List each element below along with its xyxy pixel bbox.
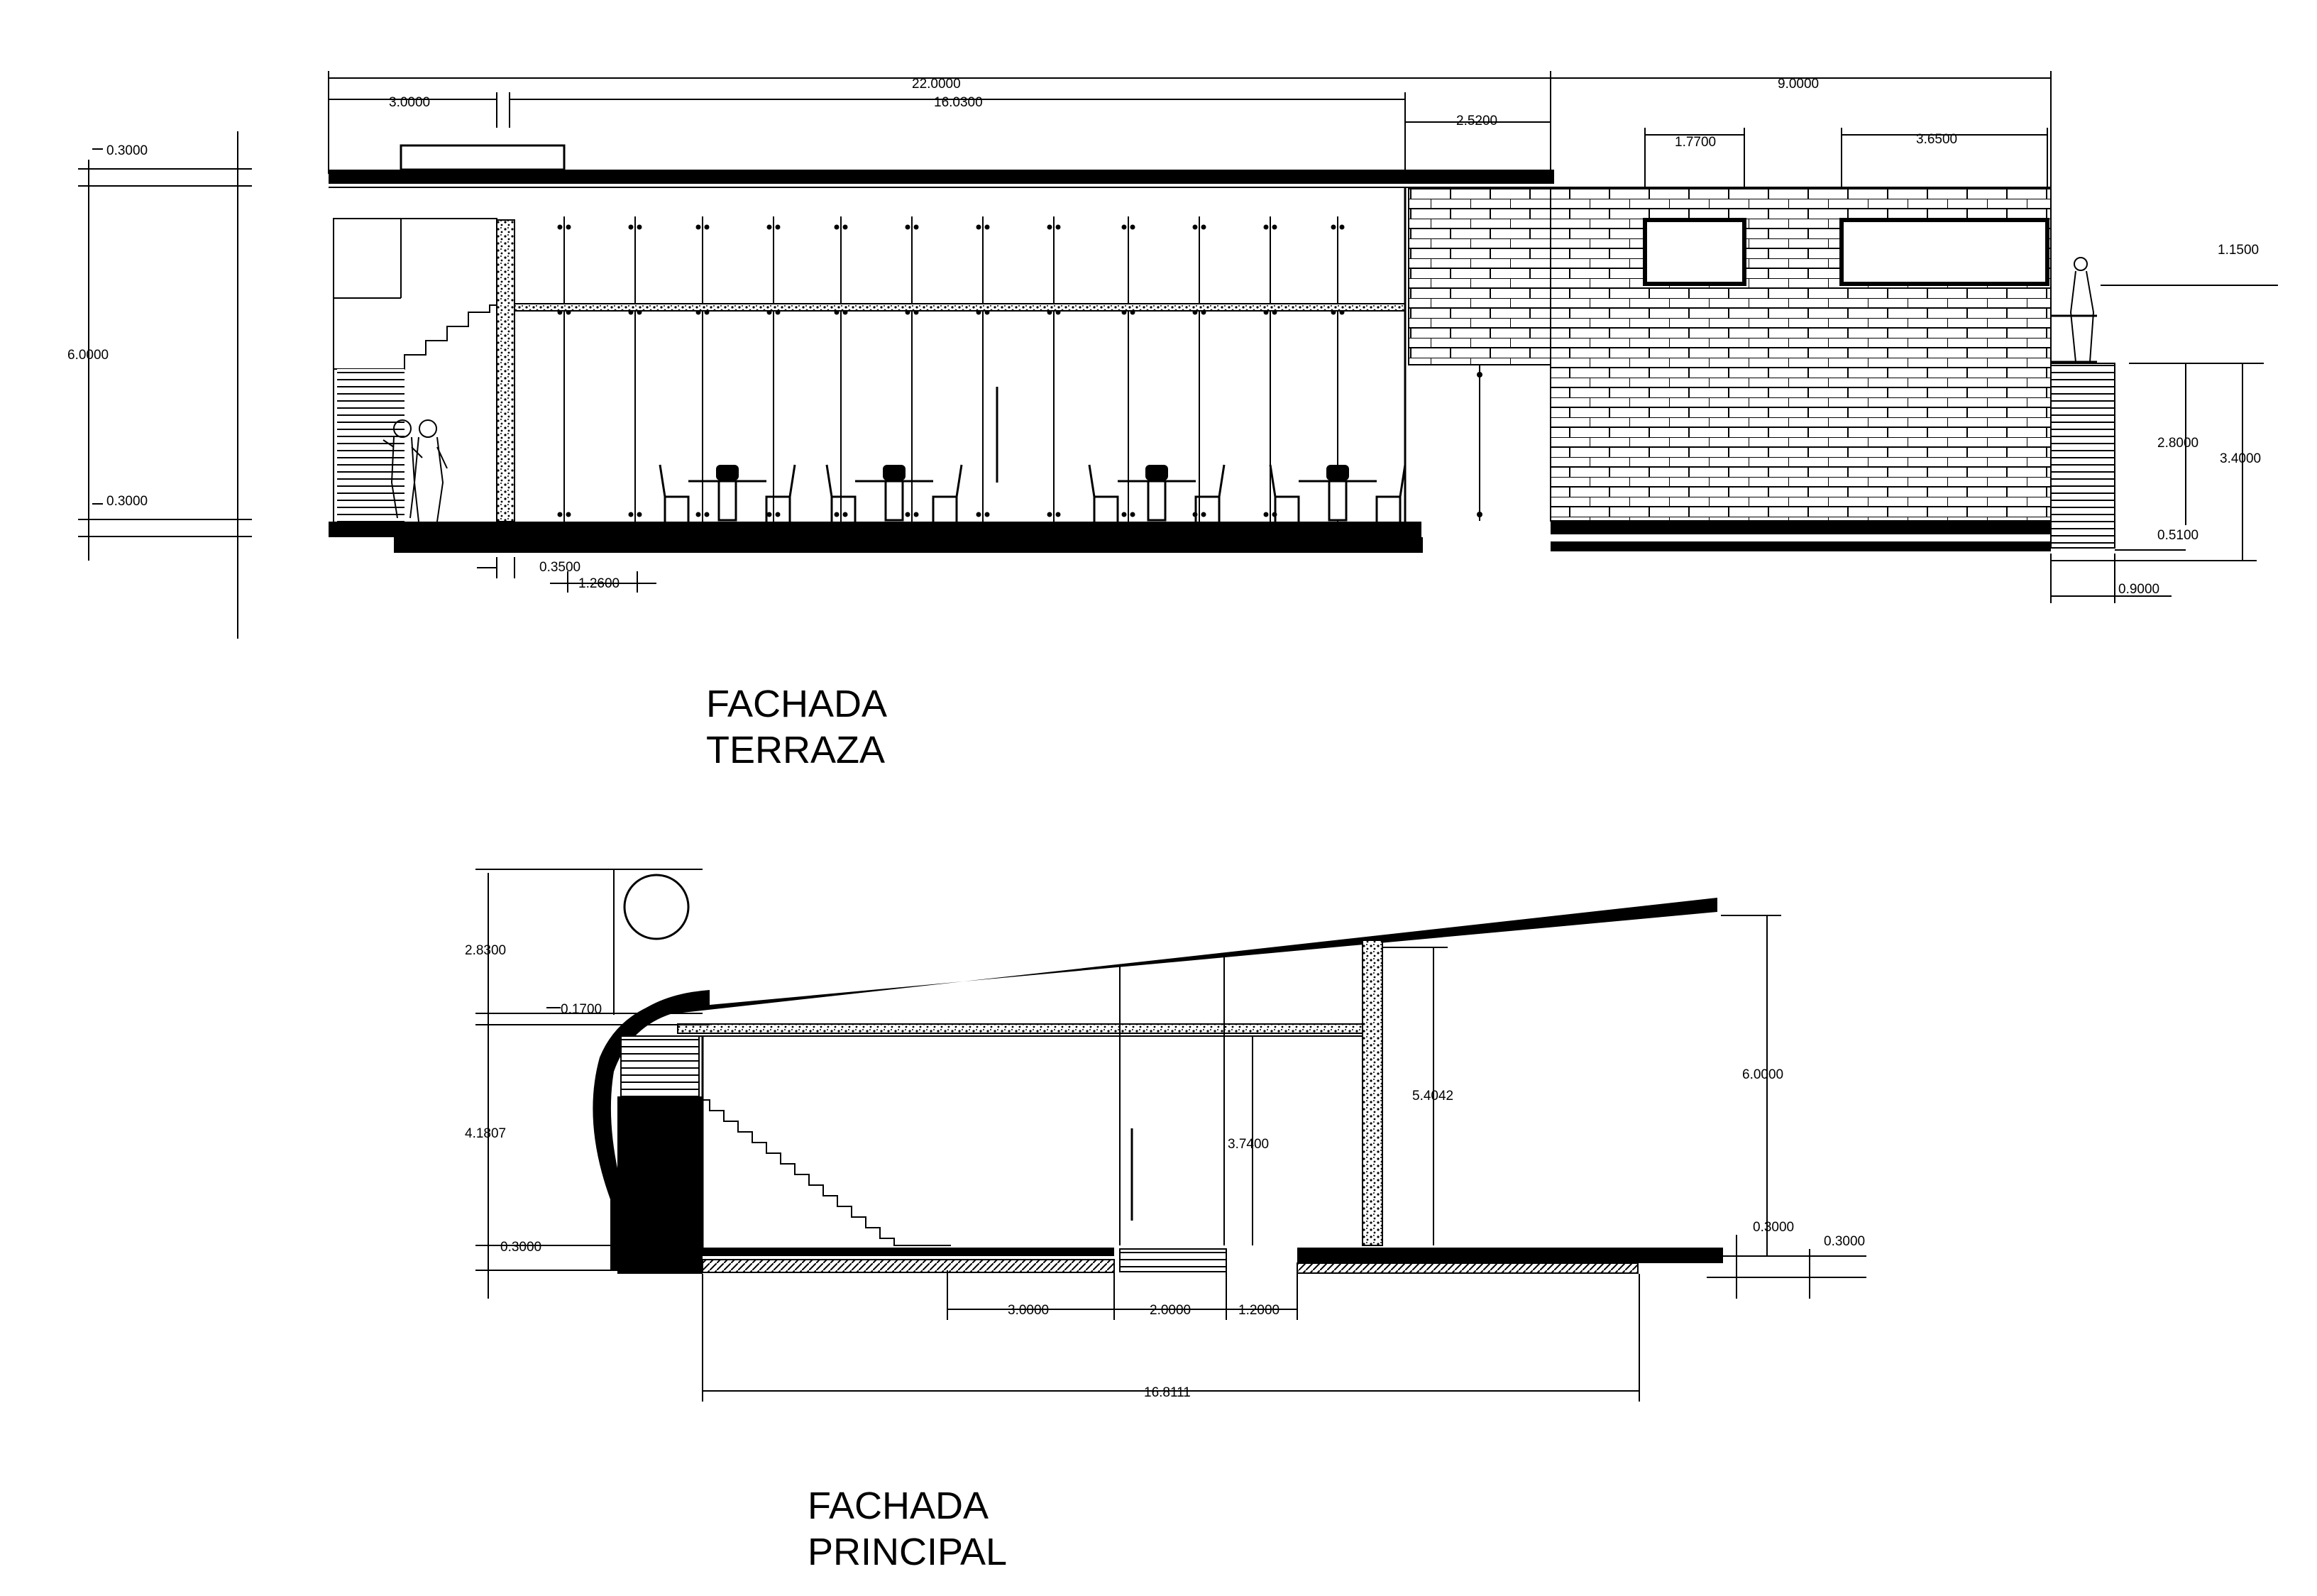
dim-w-126: 1.2600: [578, 576, 620, 591]
title-terraza-line2: TERRAZA: [706, 729, 885, 771]
terraza-right-dimensions: [2050, 285, 2278, 603]
principal-floor: [703, 1248, 1114, 1256]
sun-circle-icon: [623, 874, 690, 940]
dim-win2: 3.6500: [1916, 132, 1957, 147]
people-figures: [383, 419, 448, 522]
dim-h-54042: 5.4042: [1412, 1089, 1453, 1104]
dim-mid-16: 16.0300: [934, 95, 983, 110]
dim-h-280: 2.8000: [2157, 436, 2198, 451]
dim-total-top: 22.0000: [912, 77, 961, 92]
entry-steps: [1119, 1248, 1227, 1272]
brick-wall-upper: [1408, 187, 1551, 365]
window-2: [1839, 218, 2049, 286]
table-set: [659, 464, 796, 522]
dim-win-h: 1.1500: [2218, 243, 2259, 258]
dim-h-41807: 4.1807: [465, 1126, 506, 1141]
table-set: [1088, 464, 1226, 522]
dim-h-03-r2: 0.3000: [1824, 1234, 1865, 1249]
left-stair-block: [333, 218, 515, 524]
dim-h-051: 0.5100: [2157, 528, 2198, 543]
table-set: [1269, 464, 1407, 522]
roof-slab: [329, 170, 1554, 184]
principal-left-dimensions: [475, 873, 710, 1299]
title-terraza-line1: FACHADA: [706, 683, 887, 725]
roof-parapet: [400, 144, 566, 171]
terraza-left-dimensions: [78, 131, 252, 639]
principal-bottom-dimensions: [702, 1270, 1640, 1402]
dim-right-top: 9.0000: [1778, 77, 1819, 92]
furniture: [659, 464, 1407, 522]
terraza-bottom-dimensions: [477, 557, 656, 593]
window-1: [1643, 218, 1746, 286]
dim-w-200: 2.0000: [1150, 1303, 1191, 1318]
dim-w-168111: 16.8111: [1144, 1385, 1191, 1400]
dim-slab-bot: 0.3000: [106, 494, 148, 509]
fachada-principal: 2.8300 0.1700 4.1807 0.3000 3.7400 5.404…: [465, 869, 1866, 1573]
dim-h-374: 3.7400: [1228, 1137, 1269, 1152]
dim-w-035: 0.3500: [539, 560, 580, 575]
glazing-beam: [514, 303, 1406, 312]
right-column: [1362, 940, 1383, 1246]
dim-slab-top: 0.3000: [106, 143, 148, 158]
title-principal-line2: PRINCIPAL: [808, 1531, 1007, 1573]
fachada-terraza: 22.0000 9.0000 3.0000 16.0300 2.5200 1.7…: [67, 71, 2278, 771]
dim-h-340: 3.4000: [2220, 451, 2261, 466]
dim-w-120: 1.2000: [1238, 1303, 1279, 1318]
glazing-mullions: [557, 216, 1345, 522]
left-solid-block: [617, 1096, 703, 1274]
dim-2520: 2.5200: [1456, 114, 1497, 128]
right-balcony: [2050, 257, 2115, 549]
principal-right-dimensions: [1707, 915, 1866, 1299]
title-principal-line1: FACHADA: [808, 1485, 989, 1527]
interior-stair: [703, 1099, 951, 1246]
dim-h-283: 2.8300: [465, 943, 506, 958]
dim-left-3: 3.0000: [389, 95, 430, 110]
floor-slab: [329, 522, 1421, 537]
dim-h-03-left: 0.3000: [500, 1240, 541, 1255]
dim-h-03-r1: 0.3000: [1753, 1220, 1794, 1235]
dim-h-017: 0.1700: [561, 1002, 602, 1017]
dim-w-090: 0.9000: [2118, 582, 2159, 597]
dim-win1: 1.7700: [1675, 135, 1716, 150]
mezzanine-beam: [677, 1023, 1377, 1034]
dim-h-600: 6.0000: [1742, 1067, 1783, 1082]
dim-w-300: 3.0000: [1008, 1303, 1049, 1318]
table-set: [825, 464, 963, 522]
sloped-roof: [632, 898, 1717, 1018]
dim-h-total: 6.0000: [67, 348, 109, 363]
